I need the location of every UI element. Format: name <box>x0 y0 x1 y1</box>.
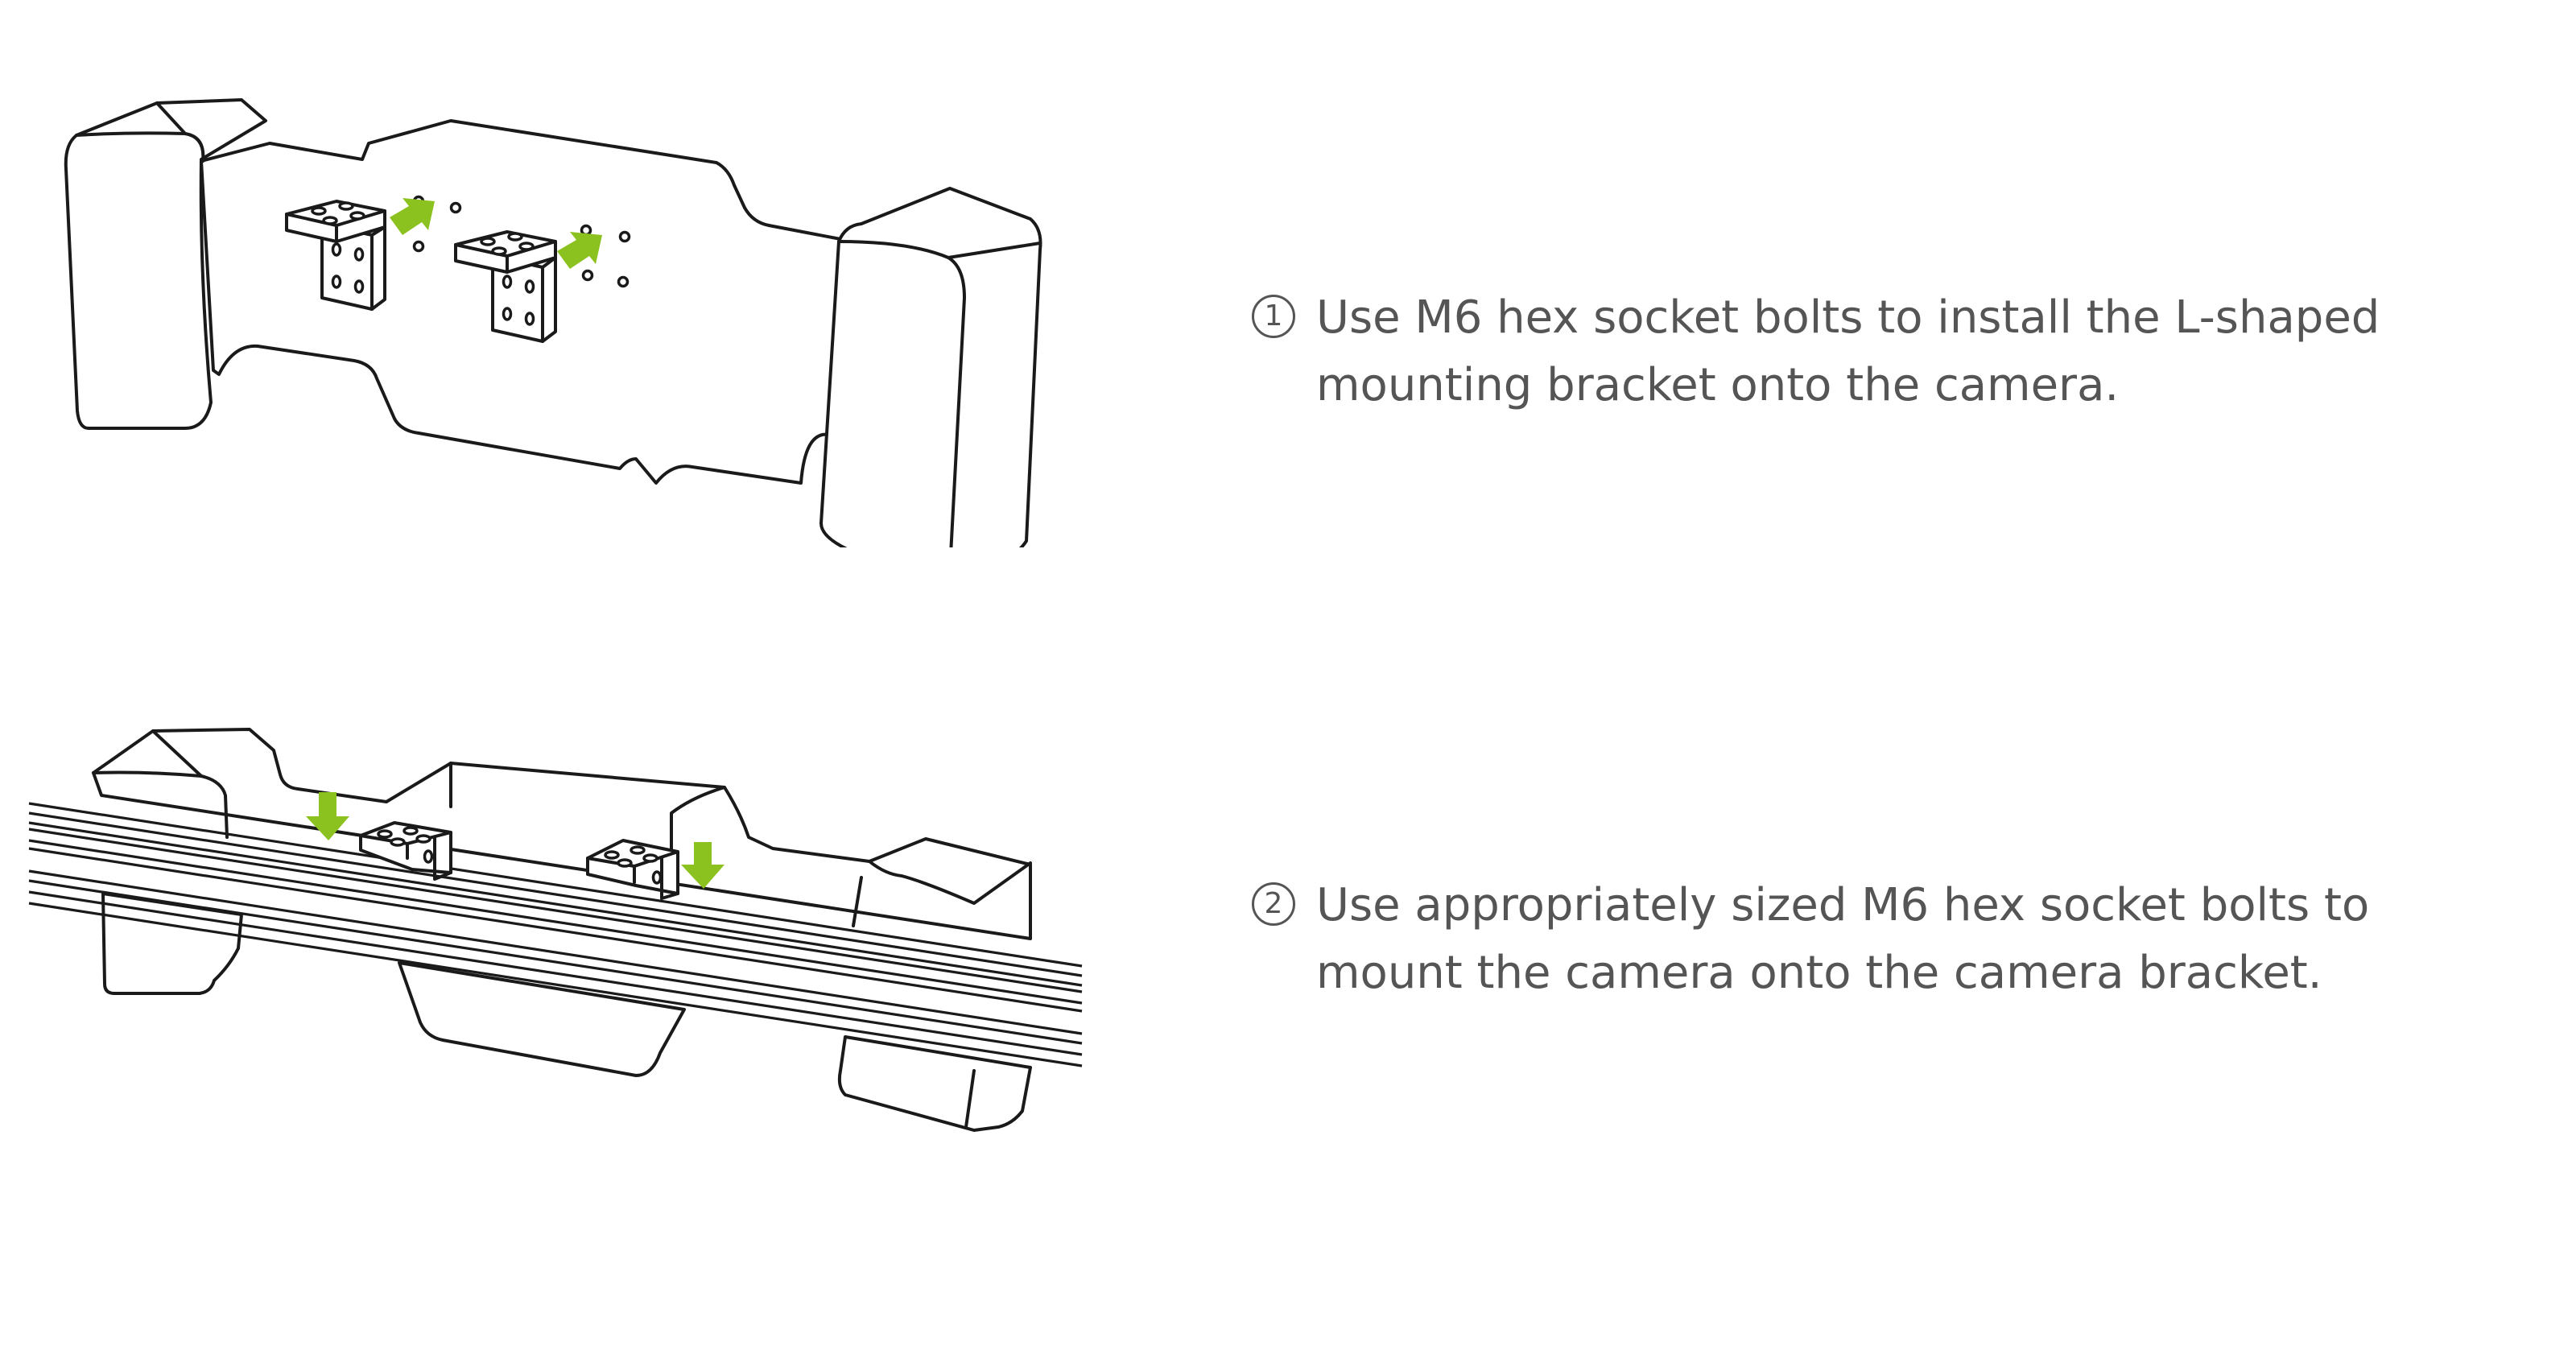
step-text: Use appropriately sized M6 hex socket bo… <box>1316 879 2370 999</box>
direction-arrow <box>306 792 349 840</box>
camera-rail-mount-drawing <box>28 728 1083 1132</box>
step-2-illustration <box>0 692 1095 1151</box>
step-number-badge: 1 <box>1252 295 1295 338</box>
camera-rail-bracket <box>28 802 1083 1067</box>
camera-right-cap <box>819 187 1042 547</box>
step-text: Use M6 hex socket bolts to install the L… <box>1316 291 2380 411</box>
direction-arrow <box>557 232 602 269</box>
step-2-instruction: 2 Use appropriately sized M6 hex socket … <box>1252 872 2508 1007</box>
l-bracket-right <box>454 230 557 343</box>
step-number-badge: 2 <box>1252 882 1295 926</box>
camera-lower-middle <box>398 961 686 1077</box>
camera-lower-left <box>101 892 243 995</box>
camera-left-cap <box>64 98 267 430</box>
step-1-illustration <box>0 64 1095 547</box>
l-bracket-left <box>285 200 386 311</box>
camera-bracket-install-drawing <box>64 98 1042 547</box>
direction-arrow <box>681 842 724 889</box>
direction-arrow <box>390 198 435 235</box>
l-bracket-left <box>359 821 452 881</box>
camera-lower-right <box>837 1035 1032 1132</box>
l-bracket-right <box>586 839 679 900</box>
step-1-instruction: 1 Use M6 hex socket bolts to install the… <box>1252 284 2508 419</box>
